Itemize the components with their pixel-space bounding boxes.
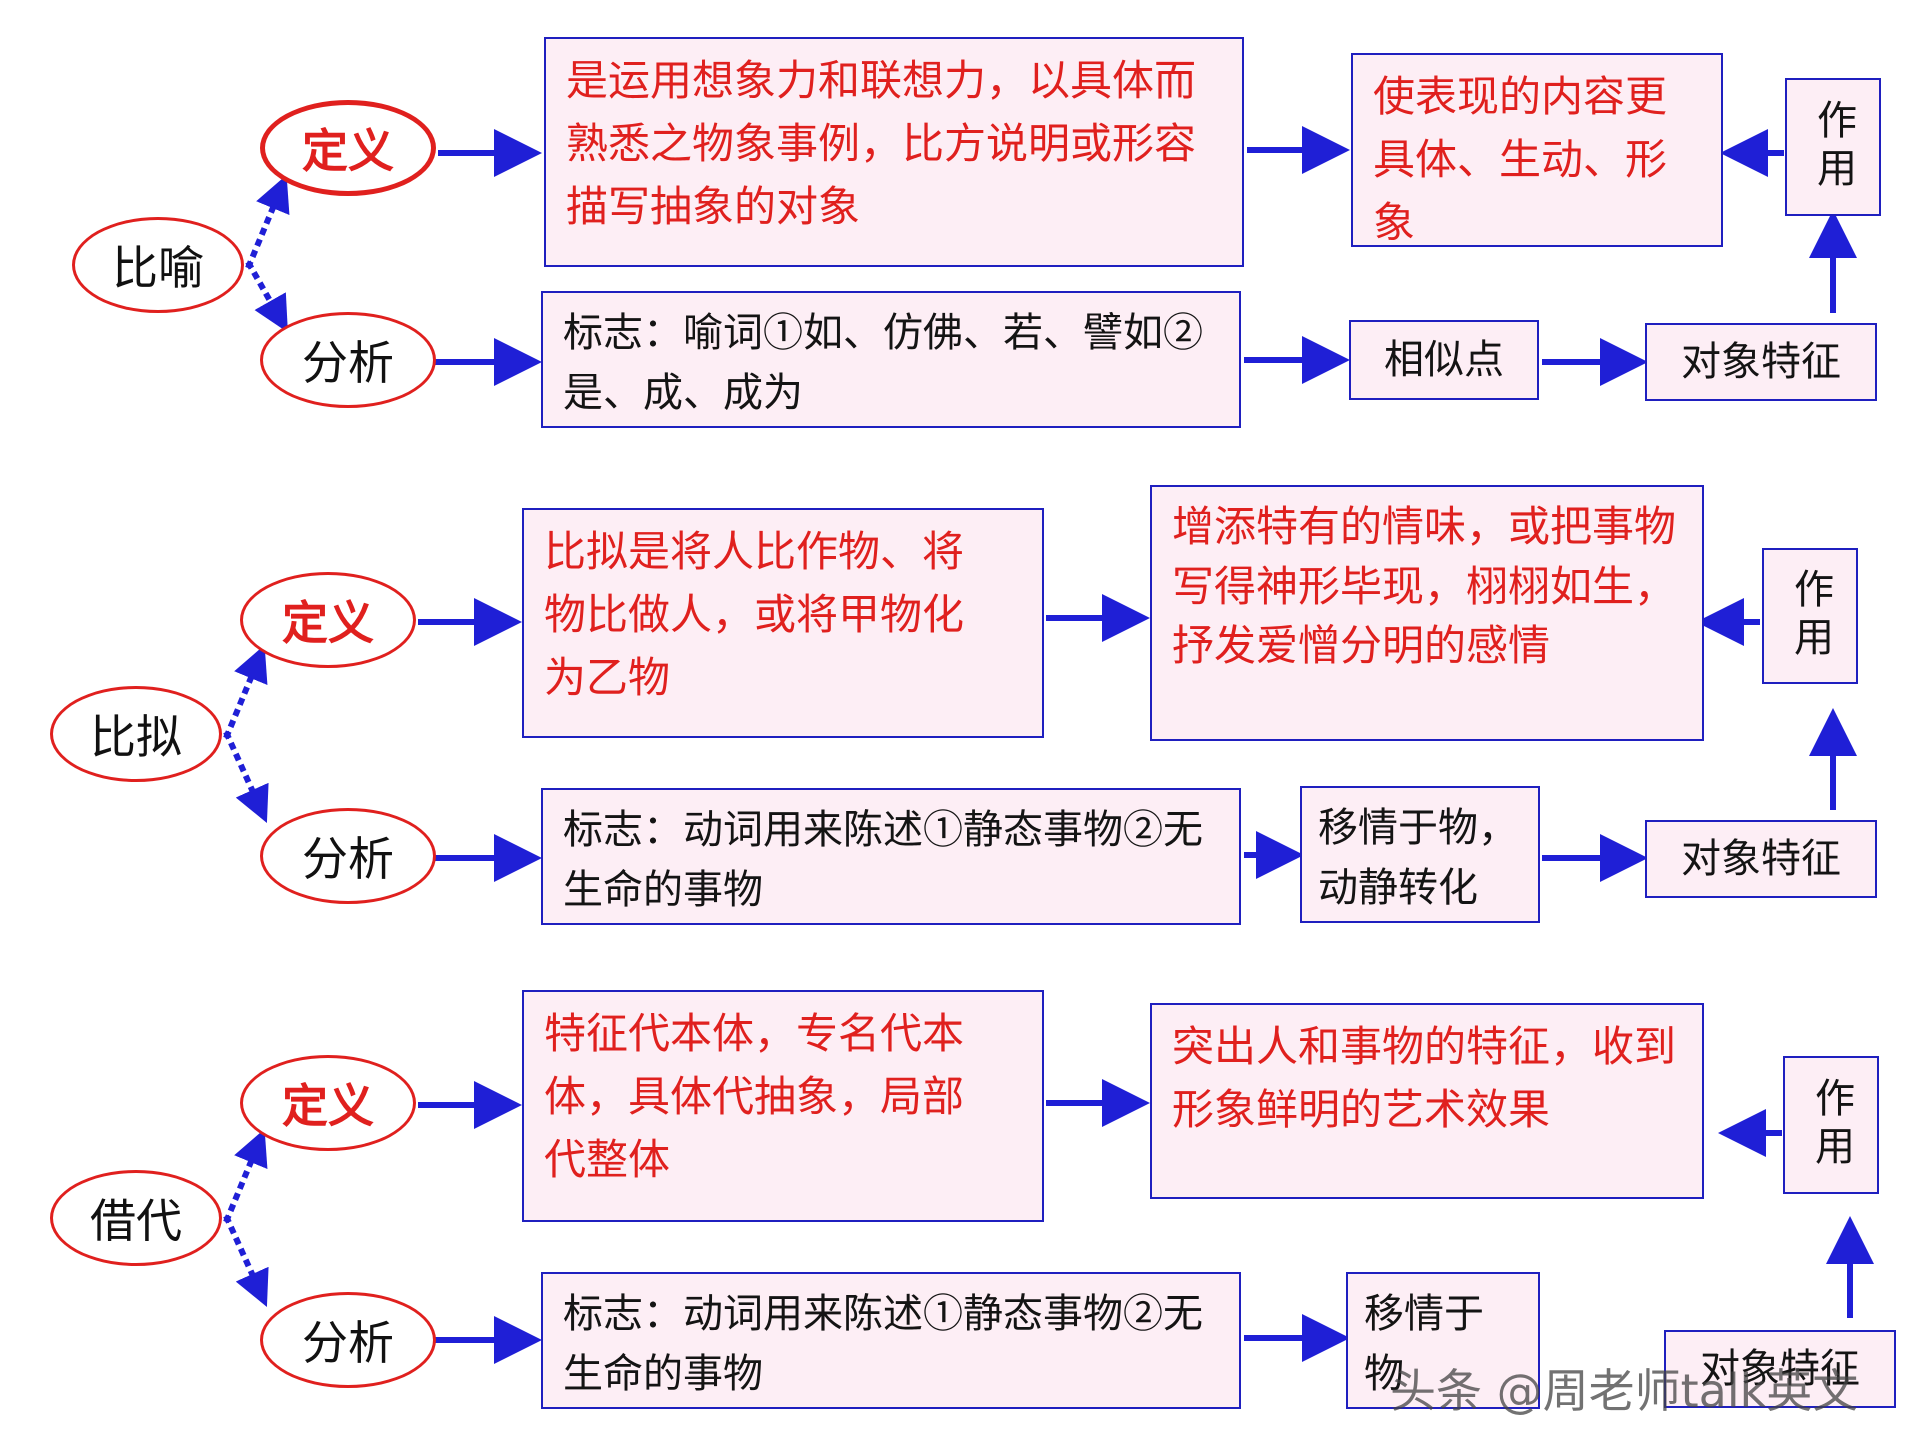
dotted-arrow-to-definition-1 <box>245 174 290 270</box>
definition-text-box: 特征代本体，专名代本体，具体代抽象，局部代整体 <box>522 990 1044 1222</box>
link-box: 移情于物，动静转化 <box>1300 786 1540 923</box>
role-label-box: 作用 <box>1785 78 1881 216</box>
definition-node: 定义 <box>260 100 436 196</box>
marker-text-box: 标志：喻词①如、仿佛、若、譬如②是、成、成为 <box>541 291 1241 428</box>
dotted-arrow-to-analysis-3 <box>223 1214 269 1307</box>
analysis-node: 分析 <box>260 1292 436 1388</box>
role-label: 作用 <box>1808 1077 1854 1173</box>
analysis-node: 分析 <box>260 312 436 408</box>
marker-text-box: 标志：动词用来陈述①静态事物②无生命的事物 <box>541 1272 1241 1409</box>
feature-box: 对象特征 <box>1645 820 1877 898</box>
definition-node: 定义 <box>240 1055 416 1151</box>
effect-text-box: 增添特有的情味，或把事物写得神形毕现，栩栩如生，抒发爱憎分明的感情 <box>1150 485 1704 741</box>
dotted-arrow-to-definition-3 <box>223 1128 268 1224</box>
dotted-arrow-to-analysis-1 <box>245 260 288 333</box>
watermark: 头条 @周老师talk英文 <box>1390 1364 1859 1418</box>
term-node: 借代 <box>50 1170 222 1266</box>
definition-node: 定义 <box>240 572 416 668</box>
role-label: 作用 <box>1787 568 1833 664</box>
analysis-node: 分析 <box>260 808 436 904</box>
term-node: 比拟 <box>50 686 222 782</box>
feature-box: 对象特征 <box>1645 323 1877 401</box>
link-box: 相似点 <box>1349 320 1539 400</box>
definition-text-box: 是运用想象力和联想力，以具体而熟悉之物象事例，比方说明或形容描写抽象的对象 <box>544 37 1244 267</box>
marker-text-box: 标志：动词用来陈述①静态事物②无生命的事物 <box>541 788 1241 925</box>
dotted-arrow-to-analysis-2 <box>223 730 269 823</box>
role-label-box: 作用 <box>1762 548 1858 684</box>
feature-box: 对象特征 <box>1664 1330 1896 1408</box>
effect-text-box: 使表现的内容更具体、生动、形象 <box>1351 53 1723 247</box>
link-box: 移情于物 <box>1346 1272 1540 1409</box>
role-label: 作用 <box>1810 99 1856 195</box>
role-label-box: 作用 <box>1783 1056 1879 1194</box>
effect-text-box: 突出人和事物的特征，收到形象鲜明的艺术效果 <box>1150 1003 1704 1199</box>
dotted-arrow-to-definition-2 <box>223 644 268 740</box>
term-node: 比喻 <box>72 217 244 313</box>
definition-text-box: 比拟是将人比作物、将物比做人，或将甲物化为乙物 <box>522 508 1044 738</box>
